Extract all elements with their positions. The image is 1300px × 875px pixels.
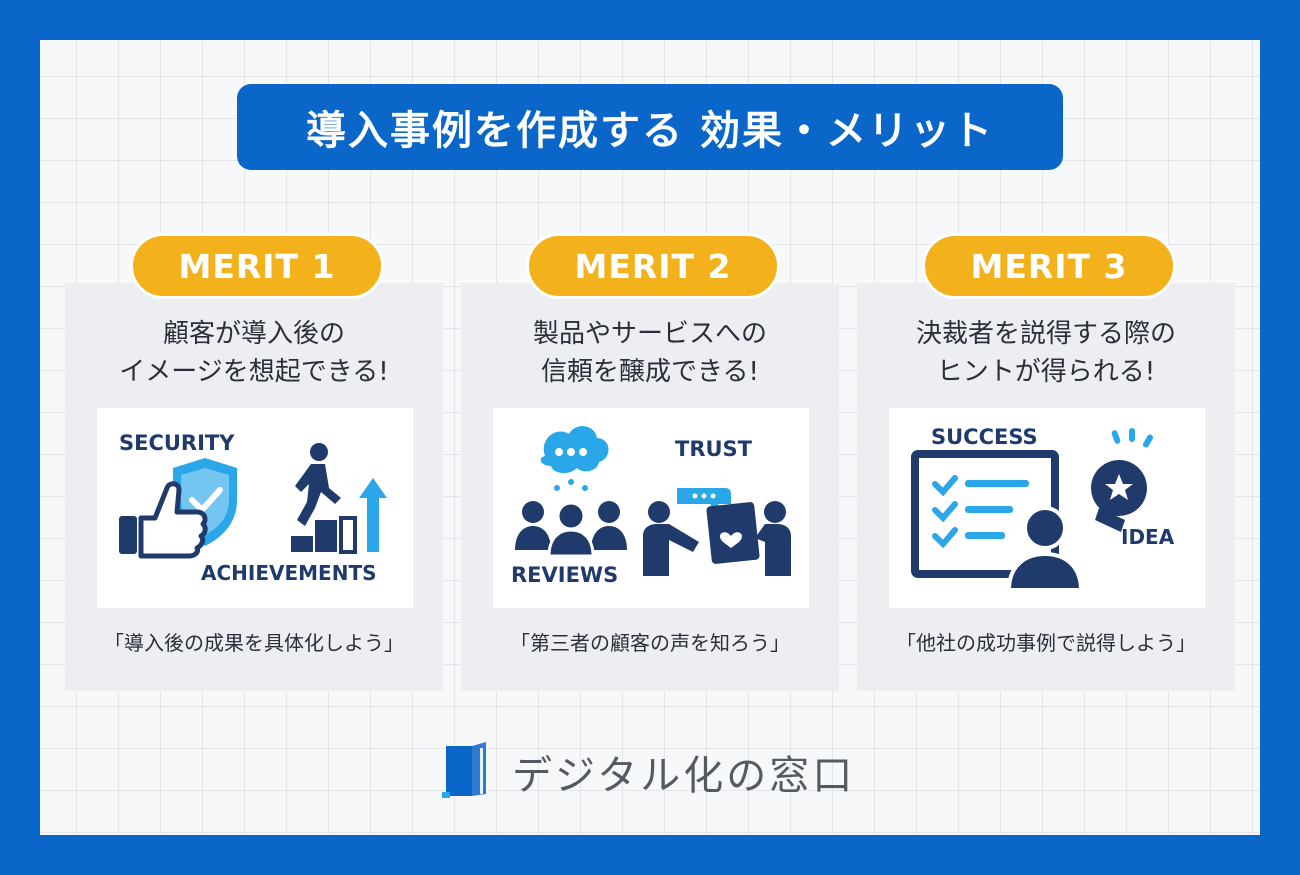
- illustration-label-idea: IDEA: [1121, 525, 1175, 549]
- people-group-icon: [515, 501, 627, 558]
- door-logo-icon: [442, 742, 486, 798]
- merit-card-2: MERIT 2 製品やサービスへの 信頼を醸成できる!: [461, 233, 839, 691]
- headline-line: イメージを想起できる!: [119, 357, 389, 387]
- merit-illustration-1: SECURITY: [97, 408, 413, 608]
- growth-bars-arrow-icon: [339, 478, 387, 554]
- merit-headline-2: 製品やサービスへの 信頼を醸成できる!: [461, 315, 839, 391]
- merit-caption-1: 「導入後の成果を具体化しよう」: [104, 631, 404, 655]
- illustration-label-trust: TRUST: [675, 437, 753, 461]
- illustration-label-reviews: REVIEWS: [511, 563, 618, 587]
- headline-line: 顧客が導入後の: [162, 319, 345, 349]
- merit-headline-3: 決裁者を説得する際の ヒントが得られる!: [857, 315, 1235, 391]
- merit-illustration-2: REVIEWS TRUST: [493, 408, 809, 608]
- checklist-board-icon: [911, 450, 1059, 578]
- poster-canvas: 導入事例を作成する 効果・メリット MERIT 1 顧客が導入後の イメージを想…: [40, 40, 1260, 835]
- lightbulb-star-icon: [1091, 428, 1153, 532]
- illustration-label-achievements: ACHIEVEMENTS: [201, 561, 377, 585]
- merit-illustration-3: SUCCESS: [889, 408, 1205, 608]
- security-achievements-illustration: SECURITY: [119, 431, 387, 585]
- trust-reviews-illustration: REVIEWS TRUST: [511, 426, 791, 587]
- merit-badge-2: MERIT 2: [526, 233, 780, 299]
- illustration-label-success: SUCCESS: [931, 425, 1038, 449]
- headline-line: ヒントが得られる!: [936, 357, 1156, 387]
- merit-badge-1: MERIT 1: [130, 233, 384, 299]
- brand-logo: デジタル化の窓口: [440, 740, 855, 804]
- merit-card-1: MERIT 1 顧客が導入後の イメージを想起できる! SECURITY: [65, 233, 443, 691]
- headline-line: 信頼を醸成できる!: [541, 357, 759, 387]
- chat-bubble-icon: [540, 426, 609, 491]
- logo-text: デジタル化の窓口: [512, 753, 856, 799]
- merit-caption-2: 「第三者の顧客の声を知ろう」: [510, 631, 790, 655]
- handshake-heart-icon: [643, 488, 791, 576]
- thumbs-up-icon: [119, 481, 208, 559]
- headline-line: 決裁者を説得する際の: [915, 319, 1176, 349]
- success-idea-illustration: SUCCESS: [911, 425, 1175, 592]
- merit-card-3: MERIT 3 決裁者を説得する際の ヒントが得られる! SUCCESS: [857, 233, 1235, 691]
- person-icon: [1006, 506, 1084, 592]
- merit-caption-3: 「他社の成功事例で説得しよう」: [896, 631, 1196, 655]
- page-title: 導入事例を作成する 効果・メリット: [237, 84, 1063, 170]
- illustration-label-security: SECURITY: [119, 431, 235, 455]
- merit-headline-1: 顧客が導入後の イメージを想起できる!: [65, 315, 443, 391]
- stair-climbing-person-icon: [291, 443, 341, 552]
- headline-line: 製品やサービスへの: [532, 319, 767, 349]
- merit-badge-3: MERIT 3: [922, 233, 1176, 299]
